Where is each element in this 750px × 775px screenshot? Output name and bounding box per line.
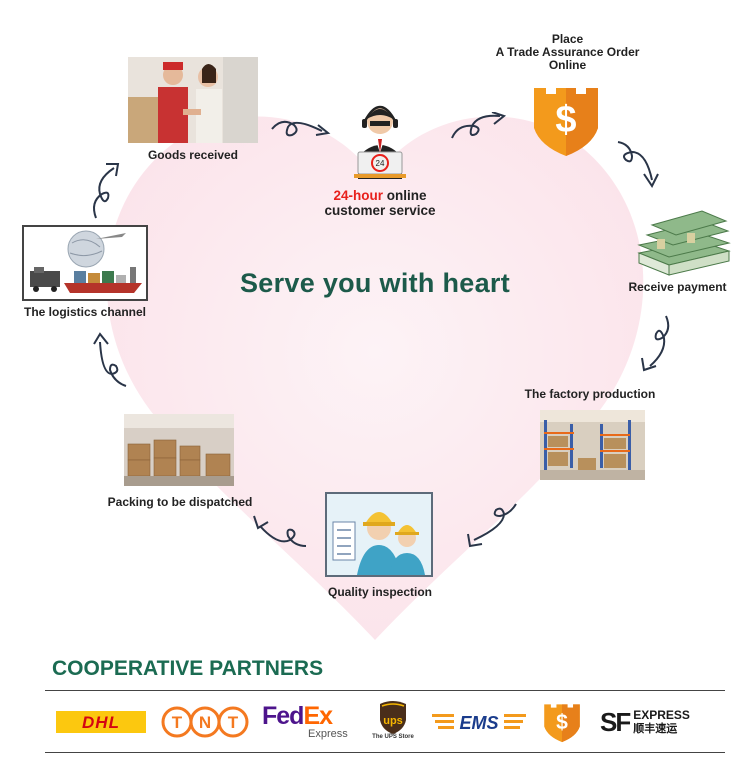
packing-warehouse-photo (124, 414, 234, 486)
svg-text:24: 24 (376, 159, 385, 168)
step-logistics: The logistics channel (10, 305, 160, 319)
fedex-logo-sub: Express (308, 728, 348, 740)
fedex-logo-fed: Fed (262, 702, 304, 730)
step-factory-production: The factory production (515, 387, 665, 401)
heart-background (106, 116, 644, 640)
customer-service-label-line2: customer service (324, 203, 436, 218)
packing-label: Packing to be dispatched (107, 495, 253, 509)
arrow-factory-to-inspection-icon (467, 503, 517, 548)
customer-service-highlight: 24-hour (333, 188, 383, 203)
arrow-inspection-to-packing-icon (253, 515, 307, 547)
partners-bottom-divider (45, 752, 725, 753)
ups-logo: ups The UPS Store (368, 696, 418, 744)
sf-logo-mark: SF (600, 706, 631, 737)
step-goods-received: Goods received (128, 148, 258, 162)
sf-logo-chinese: 顺丰速运 (633, 722, 678, 735)
svg-text:$: $ (555, 99, 576, 141)
svg-text:T: T (172, 713, 183, 732)
factory-production-label: The factory production (524, 387, 656, 401)
arrow-packing-to-logistics-icon (93, 332, 127, 387)
partners-title: COOPERATIVE PARTNERS (52, 657, 324, 680)
arrow-payment-to-factory-icon (641, 315, 670, 372)
svg-text:N: N (199, 713, 211, 732)
svg-text:T: T (228, 713, 239, 732)
factory-warehouse-photo (540, 410, 645, 480)
goods-received-label: Goods received (147, 148, 239, 162)
money-stack-photo (637, 205, 732, 277)
place-order-line2: A Trade Assurance Order (495, 45, 640, 59)
arrow-logistics-to-goods-icon (93, 163, 120, 219)
step-quality-inspection: Quality inspection (305, 585, 455, 599)
step-place-order: Place A Trade Assurance Order Online (480, 33, 655, 72)
step-receive-payment: Receive payment (620, 280, 735, 294)
arrow-order-to-payment-icon (617, 141, 659, 188)
customer-service-icon: 24 (350, 97, 410, 179)
customer-service-label-rest: online (383, 188, 427, 203)
trade-assurance-logo-icon: $ (540, 697, 584, 745)
trade-assurance-shield-icon: $ (530, 80, 602, 156)
receive-payment-label: Receive payment (628, 280, 727, 294)
goods-received-photo (128, 57, 258, 143)
logistics-photo (22, 225, 148, 301)
place-order-line3: Online (548, 58, 587, 72)
arrow-service-to-order-icon (451, 112, 507, 139)
partners-top-divider (45, 690, 725, 691)
ups-logo-text: ups (383, 715, 403, 727)
fedex-logo-ex: Ex (303, 702, 333, 730)
place-order-line1: Place (551, 32, 584, 46)
sf-express-logo: SF EXPRESS 顺丰速运 (600, 698, 700, 746)
ems-logo: EMS (432, 698, 526, 746)
quality-inspection-icon (325, 492, 433, 577)
ems-logo-text: EMS (459, 713, 498, 733)
main-title: Serve you with heart (239, 268, 511, 298)
dhl-logo: DHL (55, 698, 147, 746)
svg-text:$: $ (556, 711, 568, 734)
logistics-label: The logistics channel (23, 305, 147, 319)
step-packing: Packing to be dispatched (95, 495, 265, 509)
ups-logo-sub: The UPS Store (372, 734, 414, 740)
fedex-logo: FedEx Express (262, 698, 354, 746)
sf-logo-express: EXPRESS (633, 708, 690, 722)
dhl-logo-text: DHL (82, 713, 120, 732)
arrow-goods-to-service-icon (271, 120, 331, 137)
step-customer-service: 24-hour online customer service (300, 188, 460, 218)
quality-inspection-label: Quality inspection (327, 585, 432, 599)
